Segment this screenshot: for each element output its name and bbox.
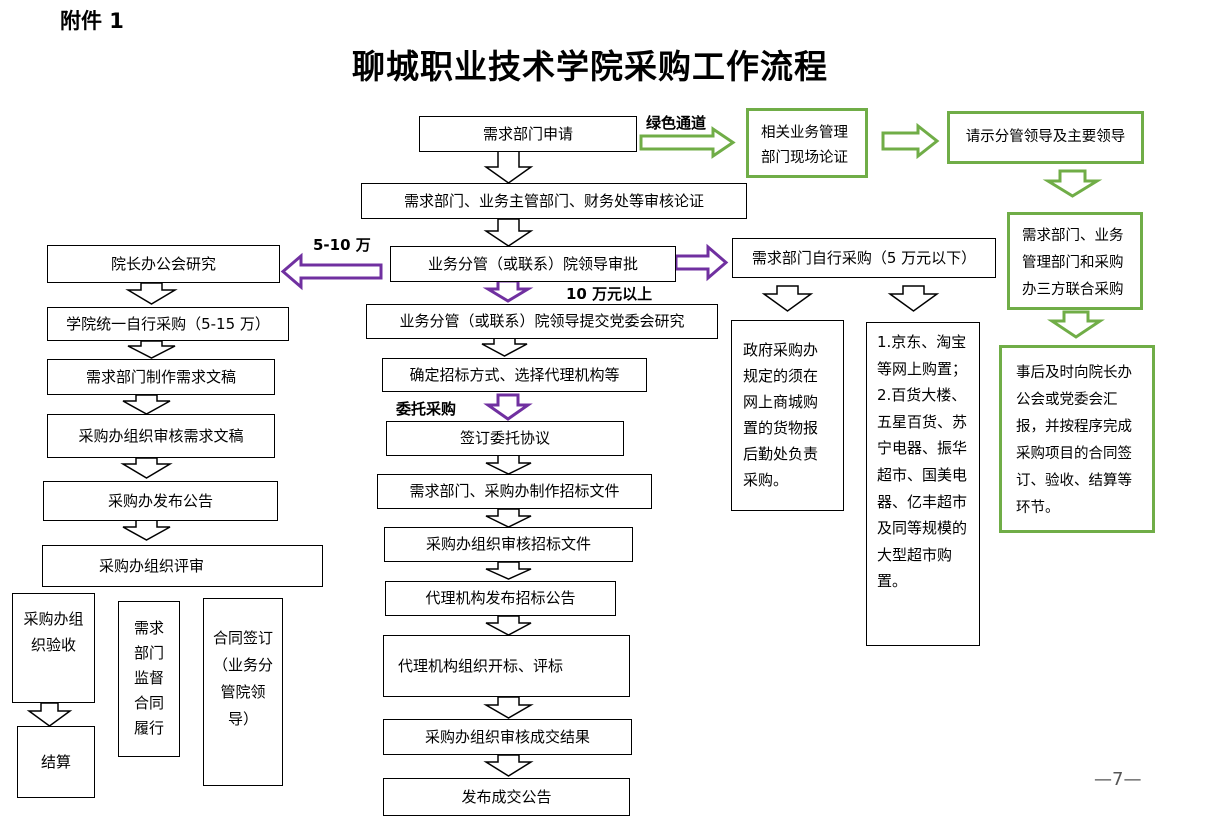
arrow-right-icon bbox=[881, 122, 940, 160]
box-publish-result: 发布成交公告 bbox=[383, 778, 630, 816]
arrow-down-icon bbox=[483, 218, 534, 247]
box-requirement-draft: 需求部门制作需求文稿 bbox=[47, 359, 275, 395]
arrow-right-icon bbox=[674, 243, 729, 282]
box-tender-method: 确定招标方式、选择代理机构等 bbox=[382, 358, 647, 392]
online-purchase-line-1: 1.京东、淘宝等网上购置； bbox=[877, 333, 968, 378]
online-purchase-line-2: 2.百货大楼、五星百货、苏宁电器、振华超市、国美电器、亿丰超市及同等规模的大型超… bbox=[877, 386, 968, 591]
arrow-down-icon bbox=[125, 282, 178, 305]
arrow-down-icon bbox=[120, 457, 173, 479]
box-gov-procurement: 政府采购办规定的须在网上商城购置的货物报后勤处负责采购。 bbox=[731, 320, 844, 511]
arrow-down-icon bbox=[485, 454, 532, 475]
arrow-down-icon bbox=[761, 285, 814, 312]
box-tender-docs: 需求部门、采购办制作招标文件 bbox=[377, 474, 652, 509]
box-entrust-agreement: 签订委托协议 bbox=[386, 421, 624, 456]
box-acceptance: 采购办组织验收 bbox=[12, 593, 95, 703]
box-contract-signing: 合同签订（业务分管院领导） bbox=[203, 598, 283, 786]
arrow-down-icon bbox=[485, 508, 532, 528]
arrow-left-icon bbox=[280, 252, 383, 291]
arrow-down-icon bbox=[122, 394, 171, 415]
box-president-meeting: 院长办公会研究 bbox=[47, 245, 280, 283]
range-label-above-10: 10 万元以上 bbox=[566, 285, 653, 303]
box-settlement: 结算 bbox=[17, 726, 95, 798]
box-apply: 需求部门申请 bbox=[419, 116, 637, 152]
box-party-committee: 业务分管（或联系）院领导提交党委会研究 bbox=[366, 304, 718, 339]
box-leader-approval: 业务分管（或联系）院领导审批 bbox=[390, 246, 676, 282]
arrow-down-icon bbox=[485, 615, 532, 636]
arrow-down-icon bbox=[483, 754, 534, 777]
box-evaluation: 采购办组织评审 bbox=[42, 545, 323, 587]
attachment-label: 附件 1 bbox=[60, 9, 124, 33]
box-tender-announcement: 代理机构发布招标公告 bbox=[385, 581, 616, 616]
arrow-down-icon bbox=[1042, 169, 1103, 198]
box-review-result: 采购办组织审核成交结果 bbox=[383, 719, 632, 755]
arrow-down-icon bbox=[482, 279, 534, 303]
box-onsite-argument: 相关业务管理部门现场论证 bbox=[746, 108, 868, 178]
box-joint-purchase: 需求部门、业务管理部门和采购办三方联合采购 bbox=[1007, 212, 1143, 310]
arrow-down-icon bbox=[485, 561, 532, 580]
arrow-down-icon bbox=[483, 696, 534, 719]
box-contract-supervision: 需求部门监督合同履行 bbox=[118, 601, 180, 757]
box-bid-opening: 代理机构组织开标、评标 bbox=[383, 635, 630, 697]
arrow-down-icon bbox=[481, 337, 528, 357]
green-channel-label: 绿色通道 bbox=[646, 114, 707, 132]
arrow-down-icon bbox=[26, 702, 73, 727]
range-label-5-10: 5-10 万 bbox=[313, 236, 371, 254]
arrow-down-icon bbox=[122, 519, 171, 541]
box-request-leaders: 请示分管领导及主要领导 bbox=[947, 111, 1144, 164]
arrow-down-icon bbox=[1047, 310, 1105, 339]
box-review-argument: 需求部门、业务主管部门、财务处等审核论证 bbox=[361, 183, 747, 219]
box-unified-purchase: 学院统一自行采购（5-15 万） bbox=[47, 307, 289, 341]
page-number: —7— bbox=[1094, 769, 1142, 790]
page-title: 聊城职业技术学院采购工作流程 bbox=[352, 47, 828, 86]
box-post-report: 事后及时向院长办公会或党委会汇报，并按程序完成采购项目的合同签订、验收、结算等环… bbox=[999, 345, 1155, 533]
box-purchase-announcement: 采购办发布公告 bbox=[43, 481, 278, 521]
entrusted-label: 委托采购 bbox=[396, 400, 457, 418]
box-review-tender-docs: 采购办组织审核招标文件 bbox=[384, 527, 633, 562]
box-self-purchase: 需求部门自行采购（5 万元以下） bbox=[732, 238, 996, 278]
arrow-down-icon bbox=[127, 340, 176, 359]
box-online-purchase: 1.京东、淘宝等网上购置； 2.百货大楼、五星百货、苏宁电器、振华超市、国美电器、… bbox=[866, 322, 980, 646]
arrow-down-icon bbox=[483, 150, 534, 184]
arrow-right-icon bbox=[639, 126, 736, 159]
arrow-down-icon bbox=[483, 393, 533, 421]
box-review-draft: 采购办组织审核需求文稿 bbox=[47, 414, 275, 458]
arrow-down-icon bbox=[887, 285, 940, 312]
